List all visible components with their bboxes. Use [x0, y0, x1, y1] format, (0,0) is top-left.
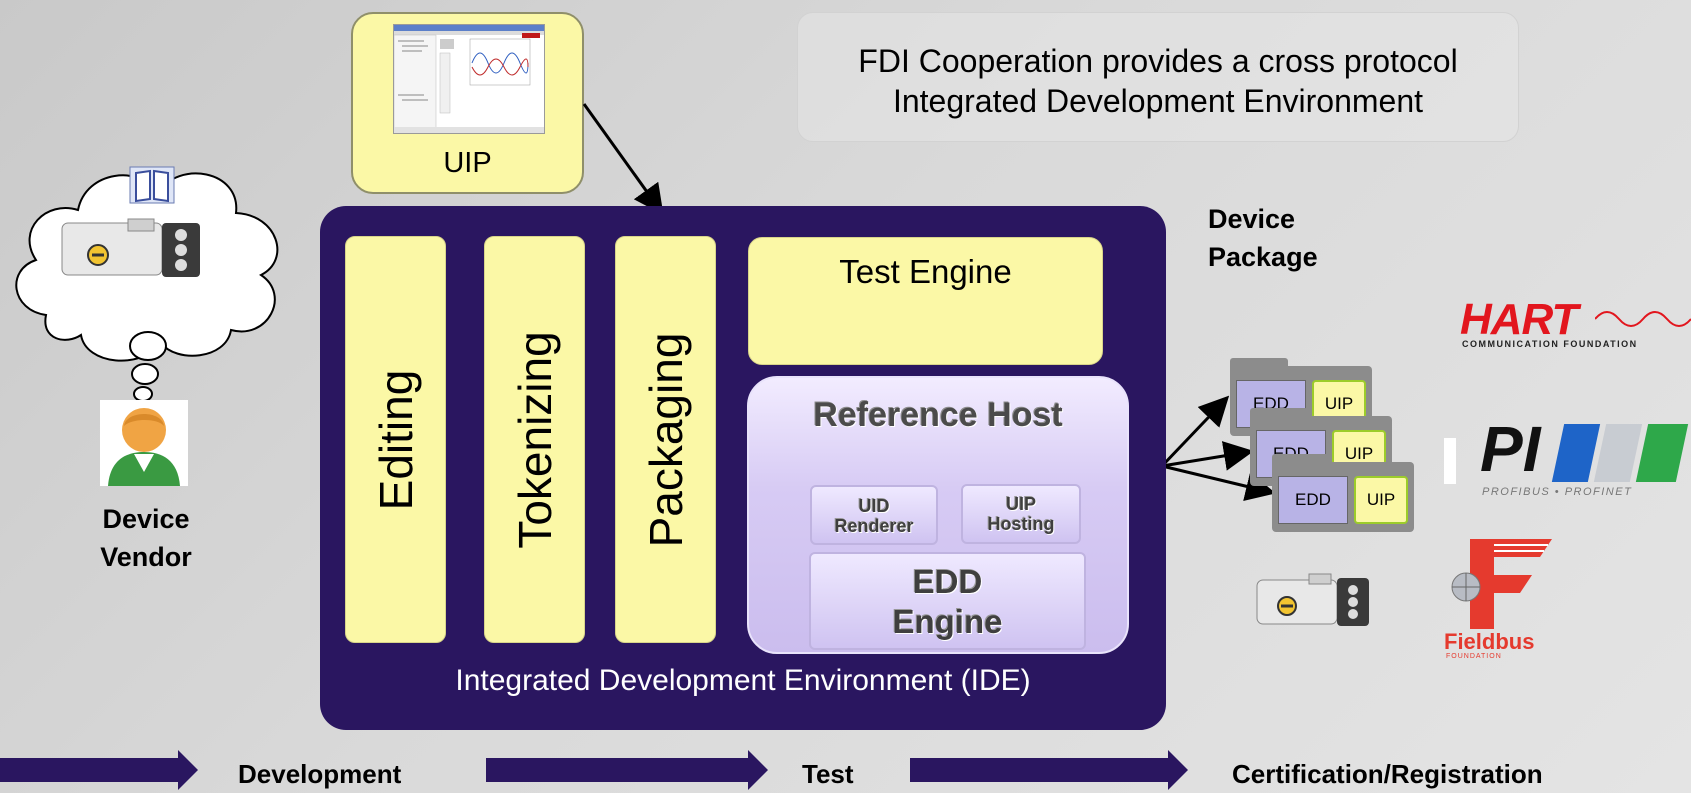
hart-logo-subtitle: COMMUNICATION FOUNDATION — [1462, 339, 1638, 349]
thought-bubbles — [129, 331, 167, 402]
uip-label: UIP — [443, 147, 492, 179]
edd-engine-box: EDD Engine — [809, 552, 1086, 650]
fieldbus-f-icon — [1451, 539, 1552, 629]
test-engine-label: Test Engine — [839, 253, 1012, 290]
uip-to-ide-arrow — [582, 103, 664, 215]
editing-label: Editing — [369, 369, 422, 510]
step-certification: Certification/Registration — [1232, 759, 1543, 789]
device-vendor-line-1: Device — [102, 504, 190, 534]
hart-wave-icon — [1595, 311, 1691, 327]
callout-line-2: Integrated Development Environment — [892, 83, 1424, 119]
packaging-label: Packaging — [639, 332, 692, 547]
pi-blue-block — [1551, 424, 1601, 482]
step-test: Test — [802, 759, 854, 789]
pi-logo-subtitle: PROFIBUS • PROFINET — [1482, 486, 1633, 498]
device-vendor-label: Device Vendor — [76, 500, 216, 576]
device-package-line-1: Device — [1208, 204, 1296, 234]
software-screenshot-icon — [394, 25, 544, 133]
step-development: Development — [238, 759, 402, 789]
arrow-icon — [0, 750, 198, 790]
editing-column: Editing — [345, 236, 446, 643]
callout-line-1: FDI Cooperation provides a cross protoco… — [858, 43, 1458, 79]
hart-logo-text: HART — [1460, 295, 1578, 344]
package-edd: EDD — [1278, 476, 1348, 524]
ide-to-package-arrow-3 — [1161, 464, 1276, 501]
device-package-line-2: Package — [1208, 242, 1318, 272]
package-uip: UIP — [1354, 476, 1408, 524]
uip-box: UIP — [351, 12, 584, 194]
uid-renderer-label: UID Renderer — [834, 496, 914, 536]
process-arrows — [0, 750, 1188, 790]
package-card-3: EDD UIP — [1272, 454, 1414, 532]
fieldbus-logo-subtitle: FOUNDATION — [1446, 653, 1502, 660]
tokenizing-label: Tokenizing — [508, 330, 561, 549]
uip-hosting-label: UIP Hosting — [987, 494, 1055, 534]
uip-hosting-box: UIP Hosting — [961, 484, 1081, 544]
ide-label: Integrated Development Environment (IDE) — [455, 664, 1031, 697]
book-icon — [129, 166, 175, 204]
fdi-callout: FDI Cooperation provides a cross protoco… — [797, 12, 1519, 142]
uid-renderer-box: UID Renderer — [810, 485, 938, 545]
fieldbus-logo-text: Fieldbus — [1444, 629, 1535, 654]
pi-gray-block — [1593, 424, 1643, 482]
device-icon-package — [1256, 573, 1369, 626]
ide-to-package-arrow-2 — [1161, 441, 1254, 471]
pi-green-block — [1635, 424, 1689, 482]
reference-host-title: Reference Host — [813, 396, 1063, 434]
reference-host-box: Reference Host UID Renderer UIP Hosting … — [747, 376, 1129, 654]
device-icon — [61, 218, 200, 277]
packaging-column: Packaging — [615, 236, 716, 643]
divider-bar — [1444, 438, 1456, 484]
uip-screenshot-thumbnail — [393, 24, 545, 134]
fieldbus-logo: Fieldbus FOUNDATION — [1440, 535, 1570, 665]
edd-engine-label: EDD Engine — [892, 563, 1003, 640]
ide-to-package-arrow-1 — [1160, 395, 1230, 468]
device-package-label: Device Package — [1208, 200, 1318, 276]
arrow-icon — [910, 750, 1188, 790]
person-icon — [100, 400, 188, 486]
hart-logo: HART COMMUNICATION FOUNDATION — [1460, 295, 1691, 355]
device-vendor-line-2: Vendor — [100, 542, 192, 572]
test-engine-box: Test Engine — [748, 237, 1103, 365]
pi-logo-text: PI — [1480, 420, 1541, 485]
pi-logo: PI PROFIBUS • PROFINET — [1478, 420, 1691, 502]
tokenizing-column: Tokenizing — [484, 236, 585, 643]
arrow-icon — [486, 750, 768, 790]
